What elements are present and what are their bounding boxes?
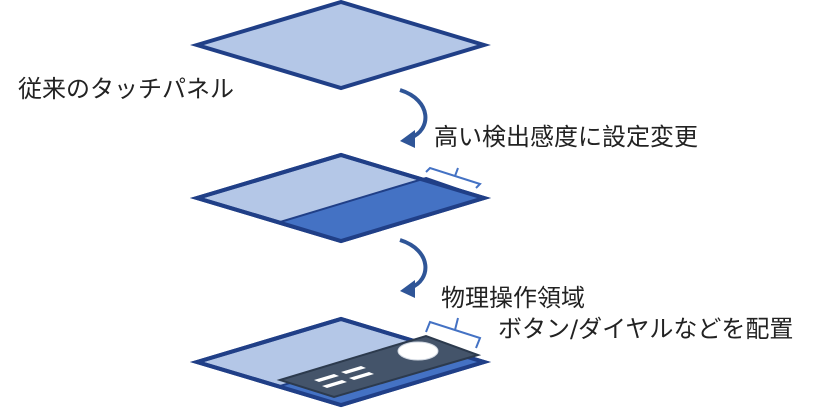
- step-arrow-2-head: [400, 280, 415, 298]
- physical-panel-outline: [190, 316, 491, 408]
- dial-icon: [397, 341, 439, 361]
- conventional-panel-label: 従来のタッチパネル: [18, 75, 234, 103]
- button-icon-1: [314, 374, 339, 382]
- step-arrow-2: [399, 238, 428, 290]
- physical-area-bracket: [425, 317, 482, 349]
- sensitivity-panel: [190, 152, 491, 244]
- step-arrow-1: [399, 88, 428, 140]
- conventional-panel-surface: [190, 0, 491, 91]
- step-arrow-1-head: [400, 130, 415, 148]
- button-icon-3: [322, 380, 347, 388]
- button-icon-2: [341, 366, 366, 374]
- physical-panel: [190, 316, 491, 408]
- conventional-panel: [190, 0, 491, 91]
- button-icon-4: [349, 372, 374, 380]
- sensitivity-panel-outline: [190, 152, 491, 244]
- physical-area-label: 物理操作領域: [441, 284, 585, 312]
- sensitivity-label: 高い検出感度に設定変更: [434, 123, 698, 151]
- controls-label: ボタン/ダイヤルなどを配置: [498, 315, 794, 343]
- sensitivity-bracket: [425, 166, 482, 189]
